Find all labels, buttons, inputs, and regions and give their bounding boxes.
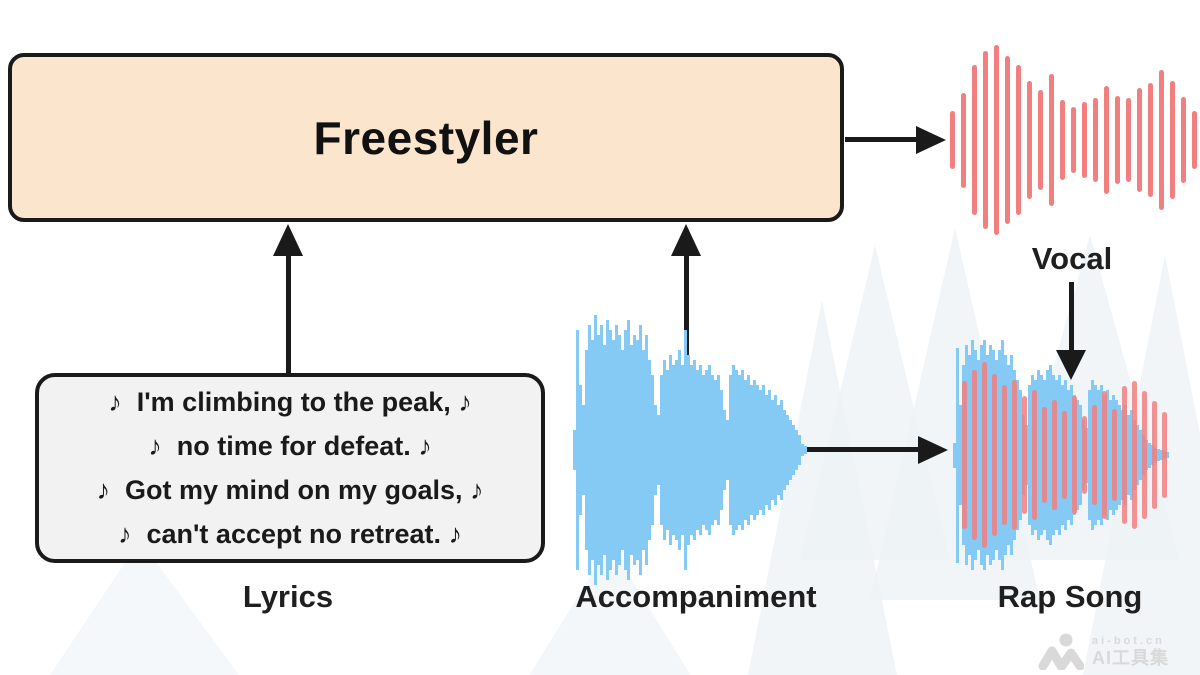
watermark-site-name: AI工具集 xyxy=(1092,647,1169,668)
accompaniment-waveform-icon xyxy=(573,310,807,590)
lyric-line-1: ♪ I'm climbing to the peak, ♪ xyxy=(108,387,472,417)
site-watermark: ai-bot.cn AI工具集 xyxy=(1038,631,1198,671)
vocal-waveform-icon xyxy=(950,45,1197,235)
freestyler-title: Freestyler xyxy=(313,111,539,164)
accompaniment-label: Accompaniment xyxy=(575,579,817,614)
rap-song-red-waveform xyxy=(962,362,1167,548)
lyric-line-3: ♪ Got my mind on my goals, ♪ xyxy=(96,475,484,505)
ai-bot-logo-icon xyxy=(1038,633,1084,670)
lyrics-label: Lyrics xyxy=(242,579,334,614)
freestyler-box: Freestyler xyxy=(8,53,844,222)
lyrics-box: ♪ I'm climbing to the peak, ♪ ♪ no time … xyxy=(35,373,545,563)
lyric-line-2: ♪ no time for defeat. ♪ xyxy=(148,431,432,461)
rap-song-label: Rap Song xyxy=(997,579,1143,614)
watermark-url-text: ai-bot.cn xyxy=(1092,634,1165,647)
lyric-line-4: ♪ can't accept no retreat. ♪ xyxy=(117,519,463,549)
vocal-label: Vocal xyxy=(1031,241,1113,276)
